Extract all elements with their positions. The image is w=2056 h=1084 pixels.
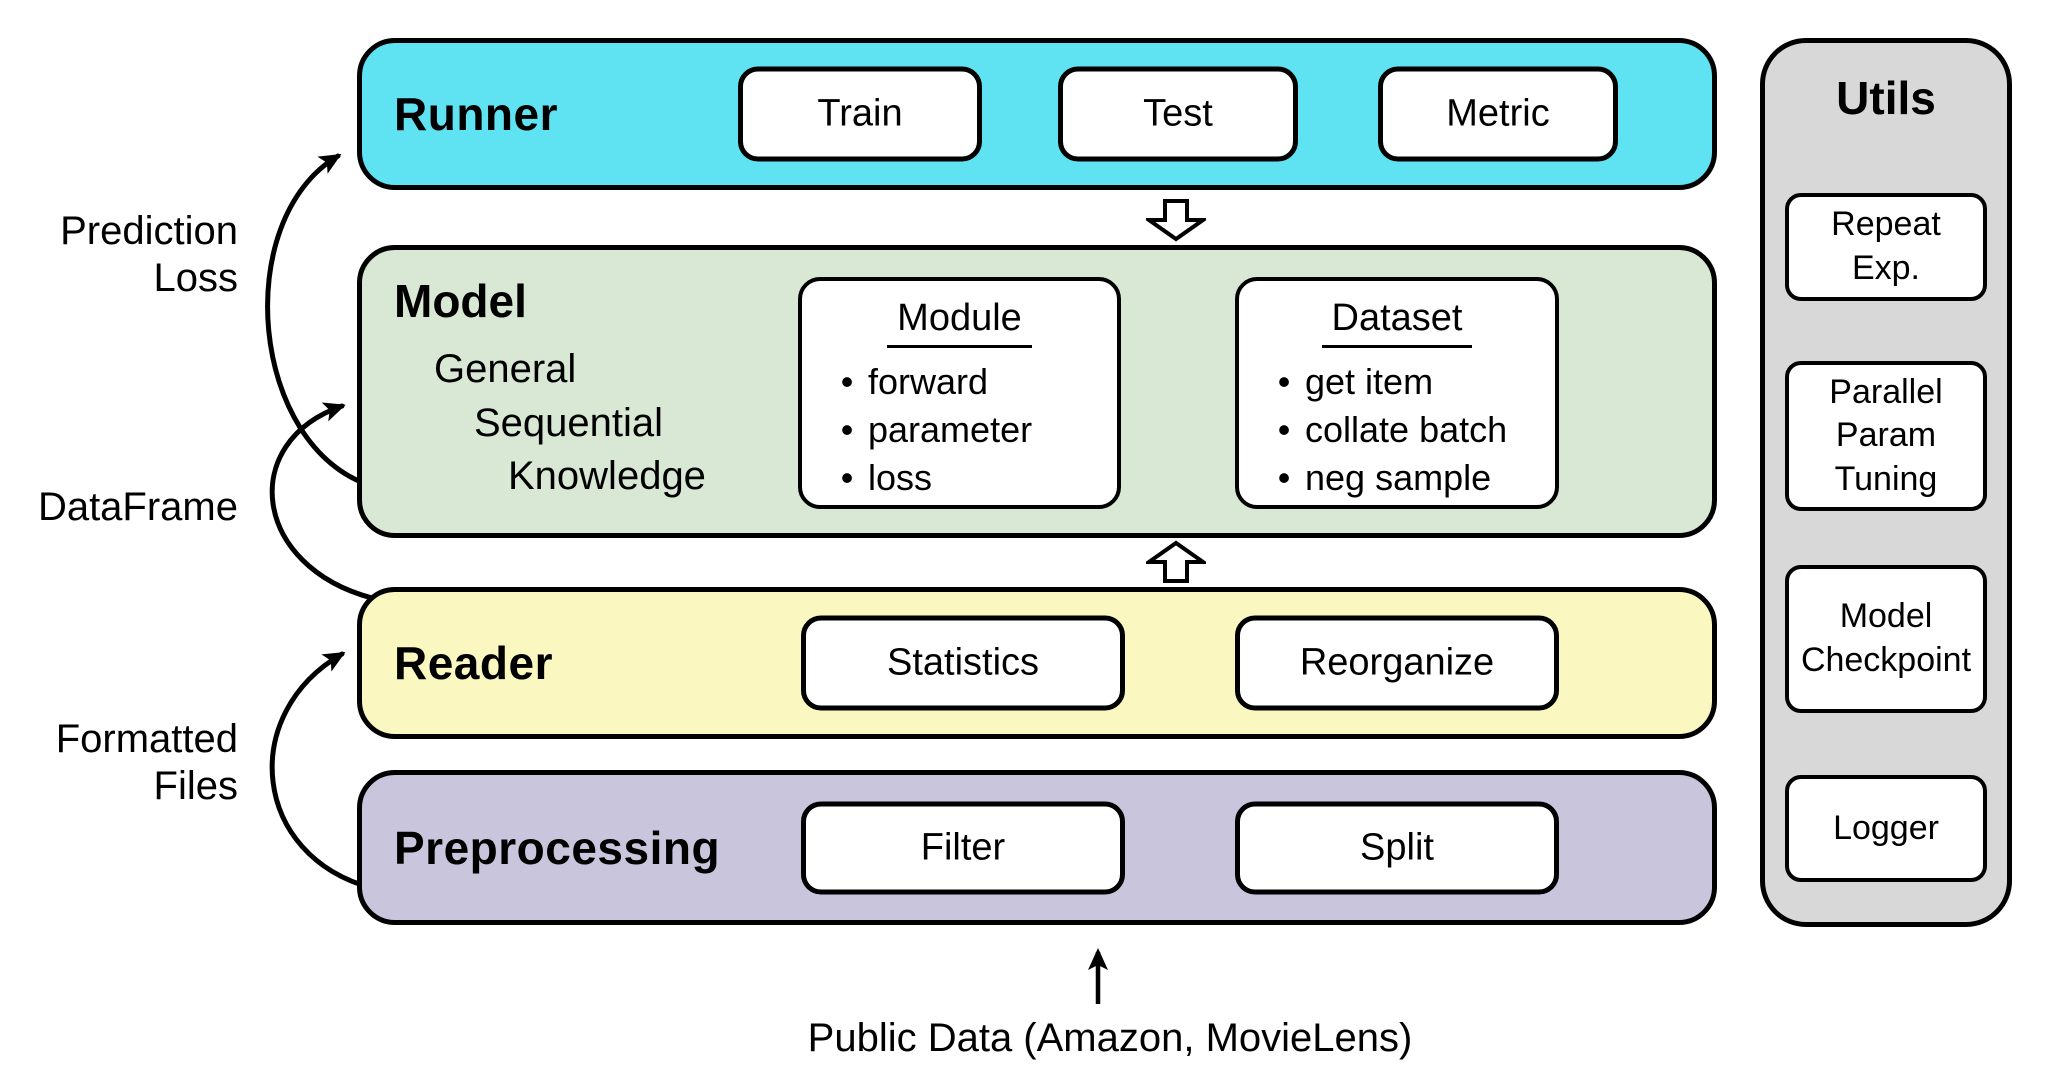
- list-item: loss: [826, 454, 1117, 502]
- module-list: forward parameter loss: [802, 358, 1117, 502]
- reader-title: Reader: [394, 637, 553, 689]
- split-box: Split: [1235, 801, 1559, 894]
- utils-item-repeat-exp: Repeat Exp.: [1785, 193, 1987, 301]
- metric-label: Metric: [1446, 92, 1550, 135]
- runner-to-model-arrow: [1146, 199, 1206, 242]
- runner-layer: Runner Train Test Metric: [357, 38, 1717, 190]
- module-title: Module: [887, 297, 1032, 348]
- preprocessing-title: Preprocessing: [394, 821, 721, 874]
- module-card: Module forward parameter loss: [798, 277, 1121, 509]
- preprocessing-layer: Preprocessing Filter Split: [357, 770, 1717, 925]
- train-box: Train: [738, 66, 982, 162]
- model-type-knowledge: Knowledge: [508, 454, 706, 498]
- filter-label: Filter: [920, 826, 1006, 868]
- model-layer: Model General Sequential Knowledge Modul…: [357, 245, 1717, 538]
- utils-item-model-checkpoint: Model Checkpoint: [1785, 565, 1987, 713]
- prediction-loss-label: Prediction Loss: [60, 209, 238, 301]
- utils-panel: Utils Repeat Exp. Parallel Param Tuning …: [1760, 38, 2012, 927]
- dataframe-label: DataFrame: [37, 485, 238, 529]
- split-label: Split: [1360, 826, 1434, 868]
- reader-to-model-arrow: [1146, 540, 1206, 583]
- list-item: get item: [1263, 358, 1555, 406]
- reader-layer: Reader Statistics Reorganize: [357, 587, 1717, 739]
- list-item: neg sample: [1263, 454, 1555, 502]
- model-title: Model: [394, 275, 527, 327]
- test-label: Test: [1143, 92, 1213, 135]
- model-type-sequential: Sequential: [474, 401, 664, 445]
- metric-box: Metric: [1378, 66, 1618, 162]
- statistics-label: Statistics: [886, 641, 1040, 684]
- list-item: parameter: [826, 406, 1117, 454]
- dataset-list: get item collate batch neg sample: [1239, 358, 1555, 502]
- runner-title: Runner: [394, 88, 558, 140]
- list-item: collate batch: [1263, 406, 1555, 454]
- test-box: Test: [1058, 66, 1298, 162]
- utils-item-logger: Logger: [1785, 775, 1987, 882]
- utils-item-parallel-param-tuning: Parallel Param Tuning: [1785, 361, 1987, 511]
- list-item: forward: [826, 358, 1117, 406]
- reorganize-box: Reorganize: [1235, 615, 1559, 711]
- public-data-label: Public Data (Amazon, MovieLens): [807, 1016, 1413, 1060]
- filter-box: Filter: [801, 801, 1125, 894]
- utils-title: Utils: [1836, 72, 1936, 124]
- reorganize-label: Reorganize: [1299, 641, 1495, 684]
- dataset-title: Dataset: [1321, 297, 1473, 348]
- dataset-card: Dataset get item collate batch neg sampl…: [1235, 277, 1559, 509]
- statistics-box: Statistics: [801, 615, 1125, 711]
- train-label: Train: [817, 92, 903, 135]
- formatted-files-label: Formatted Files: [55, 717, 238, 809]
- model-type-general: General: [434, 347, 577, 391]
